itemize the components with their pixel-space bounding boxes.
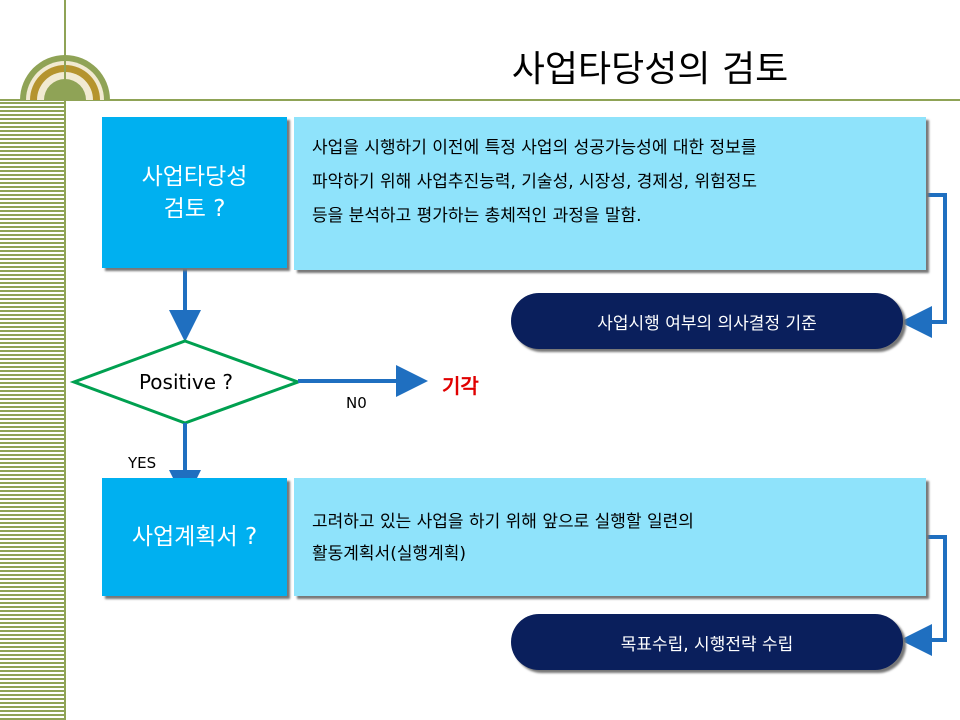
desc-line: 고려하고 있는 사업을 하기 위해 앞으로 실행할 일련의 <box>312 512 694 532</box>
step1-label: 검토 ? <box>163 195 226 222</box>
step2-label: 사업계획서 ? <box>131 524 258 550</box>
desc-line: 사업을 시행하기 이전에 특정 사업의 성공가능성에 대한 정보를 <box>312 138 757 158</box>
desc-line: 등을 분석하고 평가하는 총체적인 과정을 말함. <box>312 206 642 226</box>
step1-description: 사업을 시행하기 이전에 특정 사업의 성공가능성에 대한 정보를 파악하기 위… <box>294 117 926 270</box>
desc-line: 파악하기 위해 사업추진능력, 기술성, 시장성, 경제성, 위험정도 <box>312 172 758 192</box>
decision-label: Positive ? <box>138 370 234 394</box>
arc-logo <box>20 55 110 100</box>
step2-box: 사업계획서 ? <box>102 478 287 596</box>
reject-label: 기각 <box>442 374 479 398</box>
step1-box: 사업타당성 검토 ? <box>102 117 287 268</box>
decorative-stripes <box>0 100 65 720</box>
no-label: N0 <box>346 394 367 412</box>
divider-horizontal <box>0 99 960 101</box>
step2-description: 고려하고 있는 사업을 하기 위해 앞으로 실행할 일련의 활동계획서(실행계획… <box>294 478 926 596</box>
connector-2 <box>900 535 947 656</box>
page-title: 사업타당성의 검토 <box>511 49 789 90</box>
step1-result: 사업시행 여부의 의사결정 기준 <box>511 293 903 349</box>
yes-label: YES <box>128 454 157 472</box>
desc-line: 활동계획서(실행계획) <box>312 544 467 564</box>
step2-result: 목표수립, 시행전략 수립 <box>511 614 903 670</box>
step1-label: 사업타당성 <box>141 163 248 190</box>
divider-vertical <box>64 0 66 720</box>
connector-1 <box>900 193 947 338</box>
